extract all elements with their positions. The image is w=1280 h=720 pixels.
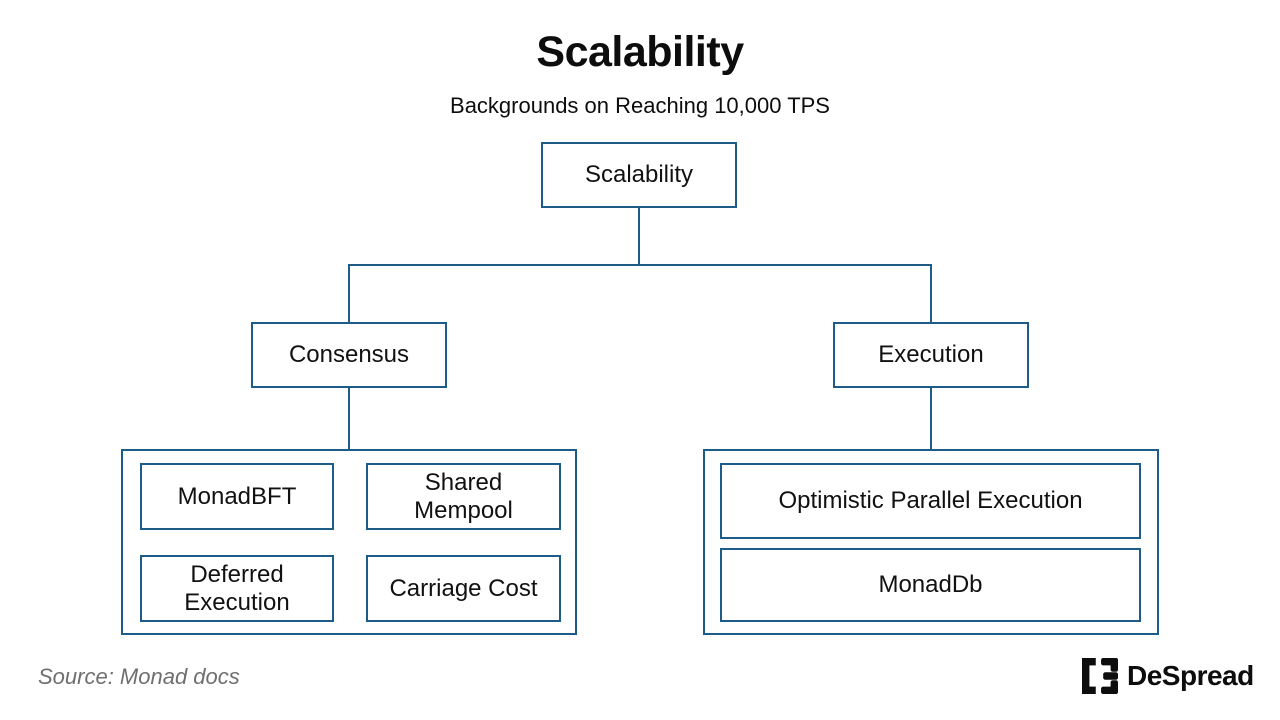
connector-consensus-group [348,388,350,450]
despread-logo-icon [1082,658,1118,694]
page-subtitle: Backgrounds on Reaching 10,000 TPS [450,93,830,118]
page-title: Scalability [536,28,744,76]
leaf-shared-mempool: Shared Mempool [366,463,561,530]
leaf-monaddb: MonadDb [720,548,1141,622]
leaf-monadbft: MonadBFT [140,463,334,530]
connector-execution-up [930,264,932,324]
connector-horizontal [348,264,932,266]
leaf-carriage-cost: Carriage Cost [366,555,561,622]
node-scalability: Scalability [541,142,737,208]
connector-consensus-up [348,264,350,324]
source-note: Source: Monad docs [38,664,240,689]
node-execution: Execution [833,322,1029,388]
brand-name: DeSpread [1127,660,1254,691]
leaf-deferred-execution: Deferred Execution [140,555,334,622]
connector-execution-group [930,388,932,450]
brand-logo: DeSpread [1082,658,1254,694]
node-consensus: Consensus [251,322,447,388]
connector-root-down [638,208,640,266]
leaf-optimistic-parallel-execution: Optimistic Parallel Execution [720,463,1141,539]
